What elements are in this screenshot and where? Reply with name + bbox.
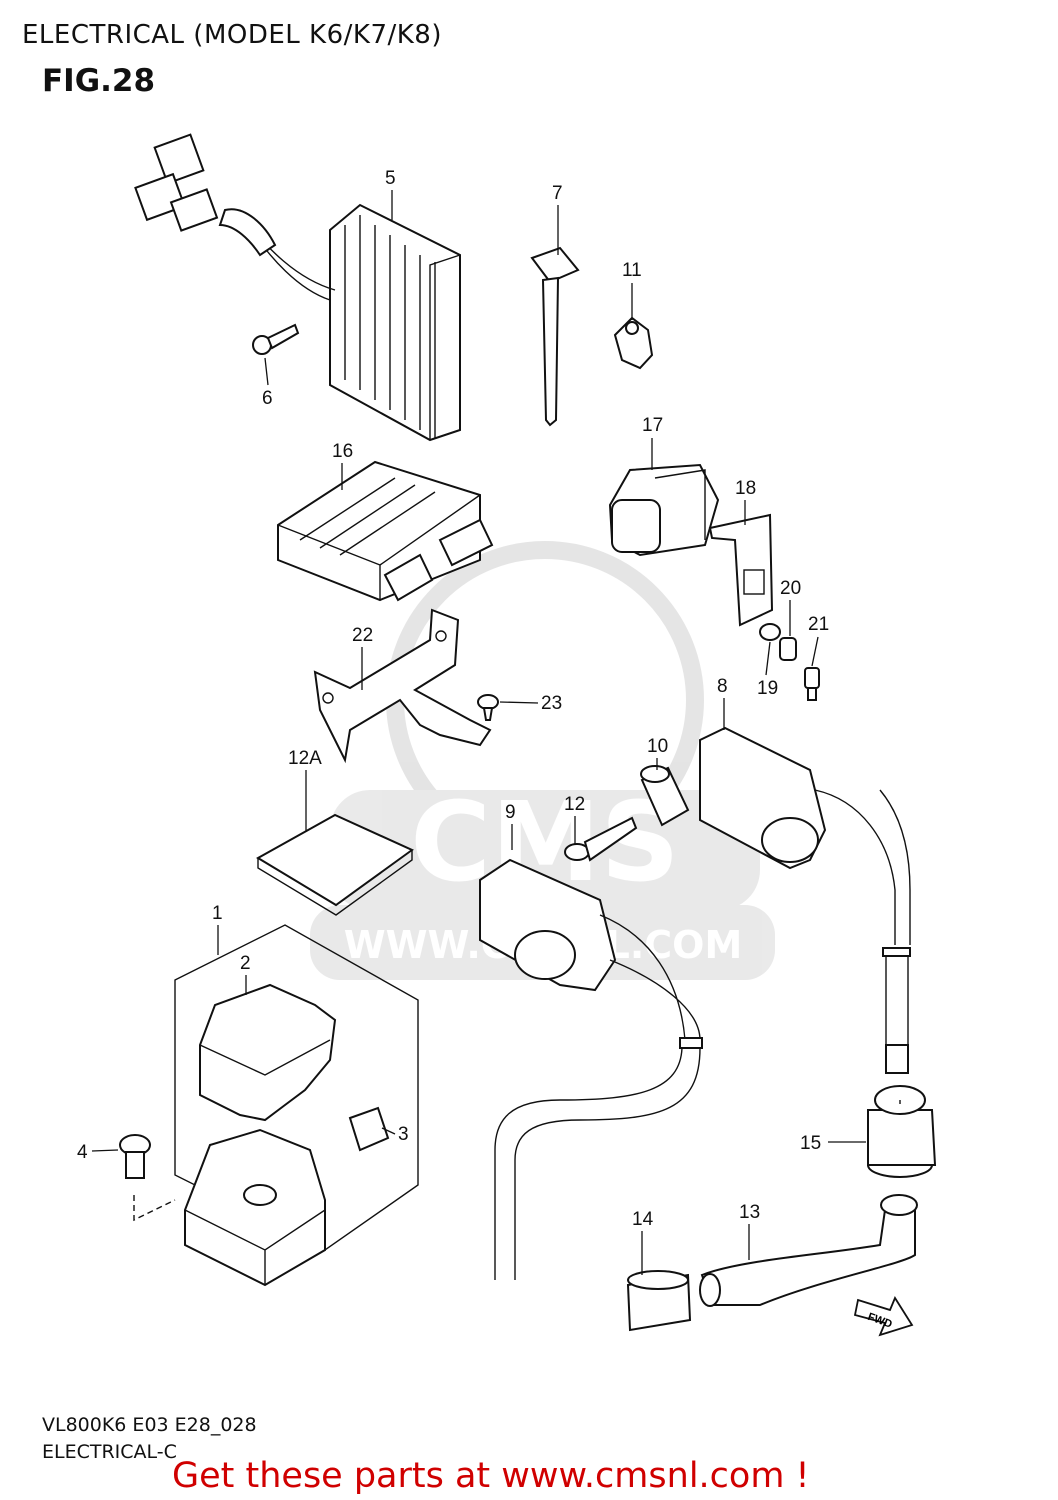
figure-number: FIG.28 (42, 63, 156, 99)
part-17-relay[interactable] (608, 463, 720, 557)
callout-22: 22 (352, 625, 373, 646)
callout-13: 13 (739, 1202, 760, 1223)
callout-6: 6 (262, 388, 273, 409)
part-5-regulator[interactable] (134, 133, 461, 442)
callout-3: 3 (398, 1124, 409, 1145)
part-8-ignition-coil[interactable] (699, 726, 911, 1074)
part-18-bracket[interactable] (708, 513, 774, 627)
part-10-spacer[interactable] (640, 765, 690, 827)
part-20-collar[interactable] (779, 637, 797, 661)
callout-1: 1 (212, 903, 223, 924)
part-21-bolt[interactable] (804, 667, 820, 701)
callout-12a: 12A (288, 748, 322, 769)
part-13-plug-cap[interactable] (699, 1194, 918, 1307)
callout-17: 17 (642, 415, 663, 436)
callout-12: 12 (564, 794, 585, 815)
callout-16: 16 (332, 441, 353, 462)
callout-4: 4 (77, 1142, 88, 1163)
callout-9: 9 (505, 802, 516, 823)
callout-21: 21 (808, 614, 829, 635)
part-15-cap[interactable] (867, 1085, 937, 1178)
part-6-bolt[interactable] (252, 323, 300, 355)
part-16-ecm[interactable] (277, 460, 494, 602)
callout-18: 18 (735, 478, 756, 499)
part-4-bolt[interactable] (119, 1134, 151, 1179)
part-1-assembly-frame (174, 924, 419, 1251)
part-14-sleeve[interactable] (626, 1270, 692, 1332)
callout-11: 11 (622, 260, 642, 281)
callout-2: 2 (240, 953, 251, 974)
part-9-ignition-coil[interactable] (479, 858, 703, 1280)
promo-link-text[interactable]: Get these parts at www.cmsnl.com ! (172, 1456, 810, 1496)
callout-7: 7 (552, 183, 563, 204)
diagram-header: ELECTRICAL (MODEL K6/K7/K8) (22, 20, 442, 50)
callout-5: 5 (385, 168, 396, 189)
callout-20: 20 (780, 578, 801, 599)
part-11-clamp[interactable] (613, 316, 654, 370)
part-23-screw[interactable] (477, 694, 499, 721)
callout-15: 15 (800, 1133, 821, 1154)
callout-23: 23 (541, 693, 562, 714)
callout-19: 19 (757, 678, 778, 699)
fwd-arrow-icon: FWD (853, 1296, 914, 1337)
part-3-fuse[interactable] (348, 1106, 390, 1152)
part-19-grommet[interactable] (759, 623, 781, 641)
part-2-cover[interactable] (199, 983, 337, 1122)
callout-14: 14 (632, 1209, 654, 1230)
part-12a-pad[interactable] (256, 813, 414, 916)
diagram-code: VL800K6 E03 E28_028 (42, 1414, 257, 1436)
part-22-bracket[interactable] (313, 608, 492, 764)
part-1-starter-relay[interactable] (184, 1128, 326, 1287)
part-7-cable-tie[interactable] (530, 246, 580, 427)
callout-10: 10 (647, 736, 668, 757)
callout-8: 8 (717, 676, 728, 697)
diagram-section: ELECTRICAL-C (42, 1441, 177, 1463)
part-12-bolt[interactable] (564, 816, 638, 862)
